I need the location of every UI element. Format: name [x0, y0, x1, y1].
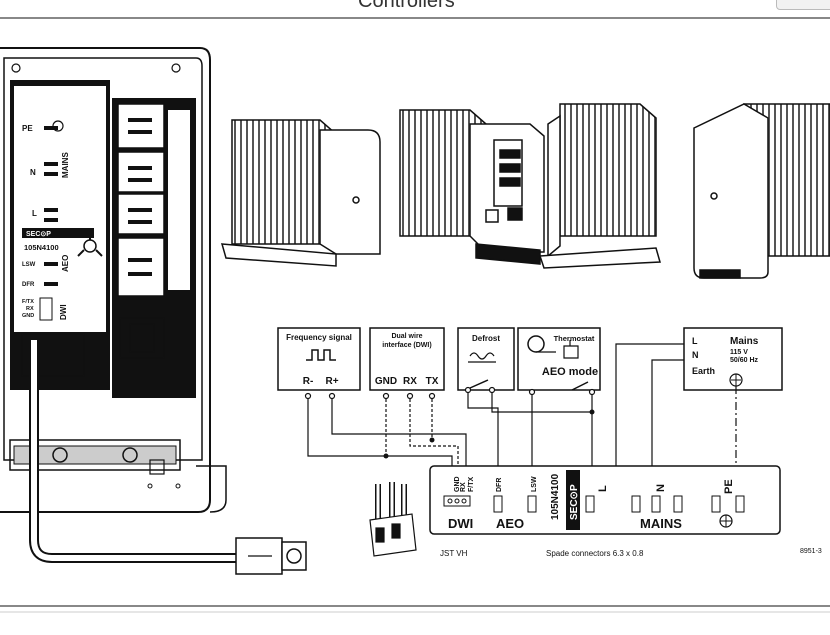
strip-gnd: GND — [454, 476, 461, 492]
screw-hole-icon — [11, 63, 21, 73]
terminal-strip — [429, 465, 781, 535]
spade-slot — [117, 237, 165, 297]
label-gnd: GND — [22, 313, 34, 319]
label-mains: MAINS — [61, 152, 70, 178]
iso-view-4 — [693, 103, 830, 279]
strip-rx: RX — [460, 482, 467, 492]
earth-icon — [52, 120, 64, 132]
spade-slot — [117, 193, 165, 235]
label-l: L — [32, 209, 37, 218]
caption-figure-id: 8951-3 — [800, 548, 822, 555]
mains-voltage: 115 V — [730, 349, 748, 356]
freq-r-plus: R+ — [325, 376, 338, 387]
thermostat-mode: AEO mode — [542, 366, 598, 378]
dwi-box — [369, 327, 445, 391]
wire-l — [615, 343, 684, 468]
dwi-title-1: Dual wire — [391, 333, 422, 340]
dwi-tx: TX — [426, 376, 439, 387]
page-title: Controllers — [358, 0, 455, 12]
wire-r-minus — [307, 399, 453, 468]
iso-view-1 — [220, 119, 381, 267]
dwi-gnd: GND — [375, 376, 397, 387]
thermostat-bulb-icon — [527, 335, 545, 353]
strip-ftx: F/TX — [468, 477, 475, 492]
square-wave-icon — [306, 349, 336, 361]
dwi-title-2: interface (DWI) — [382, 342, 431, 349]
wire-n — [651, 359, 684, 468]
frequency-signal-box — [277, 327, 361, 391]
strip-pe: PE — [723, 479, 735, 494]
dwi-rx: RX — [403, 376, 417, 387]
mains-title: Mains — [730, 336, 759, 347]
heater-icon — [468, 352, 496, 363]
thermostat-switch-icon — [571, 381, 589, 391]
mains-freq: 50/60 Hz — [730, 357, 759, 364]
iso-view-2 — [399, 109, 545, 265]
label-aeo: AEO — [61, 255, 70, 272]
controller-front-view — [0, 47, 307, 575]
strip-aeo: AEO — [496, 516, 524, 531]
caption-spade: Spade connectors 6.3 x 0.8 — [546, 549, 644, 558]
label-brand: SEC⊙P — [26, 231, 51, 238]
spade-slot — [117, 151, 165, 193]
jst-connector — [369, 482, 417, 557]
mains-n: N — [692, 350, 699, 360]
label-pe: PE — [22, 124, 33, 133]
mains-earth: Earth — [692, 366, 715, 376]
base-plate — [9, 439, 181, 471]
caption-jst: JST VH — [440, 549, 468, 558]
freq-title: Frequency signal — [286, 333, 352, 342]
strip-n: N — [655, 484, 667, 492]
dwi-pin-box — [39, 297, 53, 321]
screw-hole-icon — [171, 63, 181, 73]
wire-r-plus — [331, 399, 467, 468]
strip-part: 105N4100 — [550, 473, 561, 520]
iso-view-3 — [538, 103, 661, 269]
label-part: 105N4100 — [24, 243, 59, 252]
strip-dfr: DFR — [496, 478, 503, 492]
label-lsw: LSW — [22, 262, 36, 268]
label-rx: RX — [26, 306, 34, 312]
iso-views — [220, 103, 830, 279]
strip-l: L — [597, 485, 609, 492]
source-boxes — [277, 327, 783, 391]
strip-mains: MAINS — [640, 516, 682, 531]
wire-dwi-rx — [409, 399, 459, 468]
brand-bar — [22, 228, 94, 238]
strip-brand-bar — [566, 470, 580, 530]
wires — [307, 343, 684, 468]
defrost-title: Defrost — [472, 334, 500, 343]
label-dfr: DFR — [22, 282, 35, 288]
defrost-box — [457, 327, 515, 391]
label-ftx: F/TX — [22, 299, 34, 305]
wire-defrost — [467, 392, 499, 468]
spade-slot — [117, 103, 165, 149]
strip-lsw: LSW — [531, 476, 538, 492]
header-tab — [776, 0, 830, 10]
defrost-switch-icon — [469, 379, 489, 389]
strip-dwi: DWI — [448, 516, 473, 531]
label-dwi: DWI — [59, 304, 68, 320]
freq-r-minus: R- — [303, 376, 314, 387]
controller-housing-outline — [0, 47, 211, 513]
mains-l: L — [692, 336, 698, 346]
label-n: N — [30, 168, 36, 177]
thermostat-title: Thermostat — [554, 334, 595, 343]
strip-brand: SEC⊙P — [569, 484, 580, 520]
